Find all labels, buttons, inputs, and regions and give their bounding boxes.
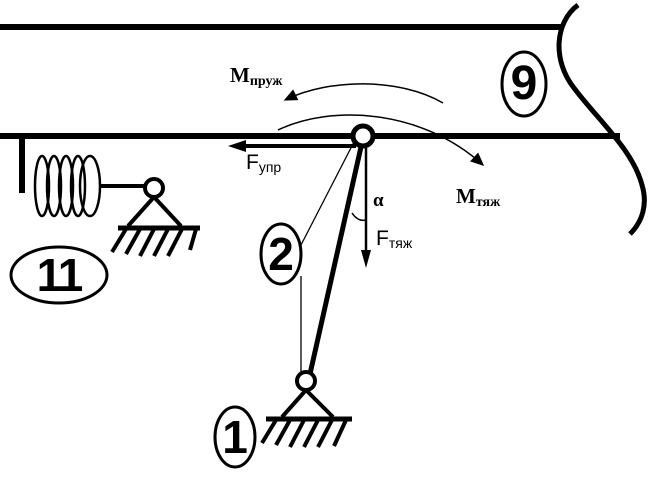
gravity-moment-arc — [277, 114, 485, 167]
gravity-force-subscript: тяж — [388, 235, 413, 251]
part-1-label: 1 — [222, 411, 248, 463]
gravity-force-label: Fтяж — [376, 227, 412, 251]
spring-moment-arc — [283, 83, 444, 104]
pivot-support-icon — [118, 177, 200, 231]
part-11-label: 11 — [36, 249, 84, 301]
gravity-moment-symbol: M — [456, 184, 476, 208]
link-rod — [300, 137, 366, 375]
coil-spring-icon — [19, 136, 146, 218]
part-2-label: 2 — [268, 228, 294, 280]
gravity-force-symbol: F — [376, 227, 389, 250]
part-1-badge — [213, 405, 257, 469]
part-11-badge — [9, 245, 109, 305]
elastic-force-symbol: F — [246, 151, 259, 174]
beam — [0, 2, 647, 236]
beam-hinge — [350, 123, 376, 149]
alpha-angle-arc — [351, 212, 367, 222]
elastic-force-subscript: упр — [258, 159, 282, 175]
gravity-force-arrow — [361, 148, 371, 268]
hatched-ground-icon — [110, 227, 198, 257]
hatched-ground-icon — [260, 418, 348, 448]
pivot-support-icon — [266, 370, 352, 422]
spring-moment-label: Mпруж — [230, 63, 283, 89]
part-2-badge — [259, 222, 303, 286]
elastic-force-label: Fупр — [246, 151, 281, 175]
part-9-label: 9 — [510, 57, 538, 110]
gravity-moment-subscript: тяж — [475, 195, 501, 210]
part-9-badge — [500, 50, 548, 118]
gravity-moment-label: Mтяж — [456, 184, 501, 210]
spring-moment-symbol: M — [230, 63, 250, 87]
spring-moment-subscript: пруж — [249, 74, 283, 89]
elastic-force-arrow — [228, 140, 356, 152]
alpha-angle-label: α — [373, 190, 384, 211]
